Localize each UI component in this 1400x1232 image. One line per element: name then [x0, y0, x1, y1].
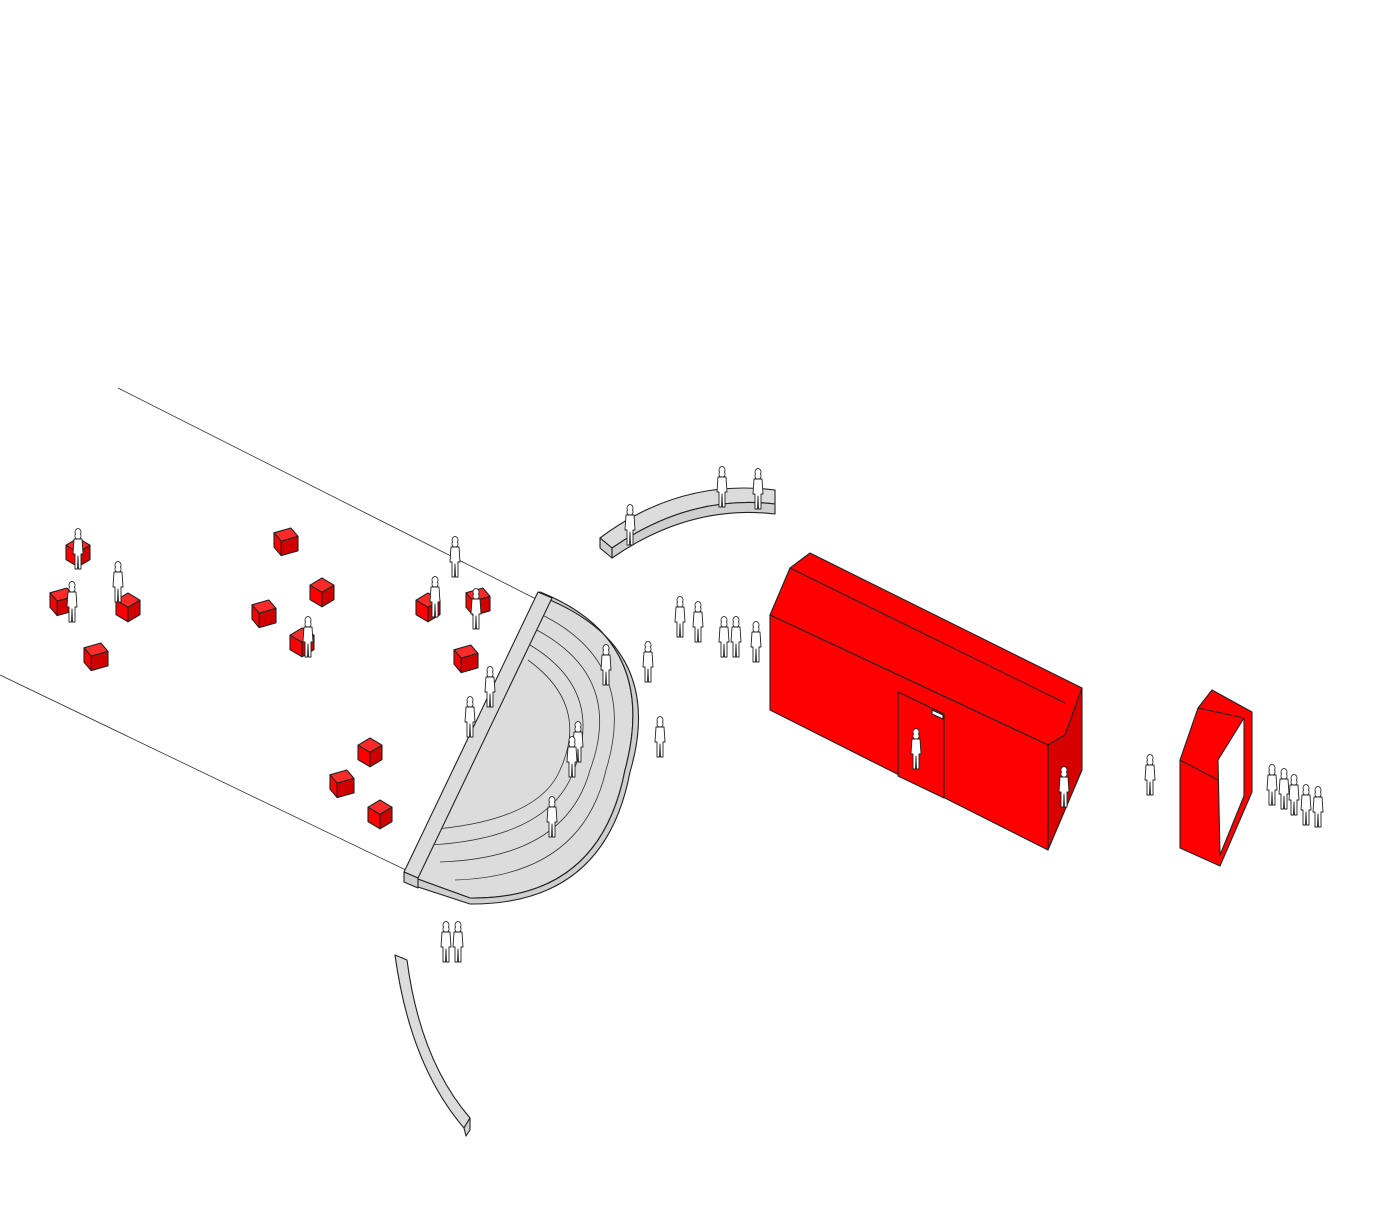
seating-cube	[83, 642, 109, 672]
person-figure	[910, 728, 922, 770]
person-figure	[750, 621, 762, 663]
person-figure	[112, 561, 124, 603]
seating-cube	[453, 644, 479, 674]
person-figure	[1058, 766, 1070, 808]
person-figure	[1278, 768, 1290, 810]
person-figure	[566, 736, 578, 778]
red-pavilion-with-door	[769, 552, 1083, 851]
person-figure	[66, 581, 78, 623]
seating-cube	[367, 799, 393, 830]
person-figure	[716, 466, 728, 508]
red-portal-frame	[1179, 689, 1253, 867]
person-figure	[440, 921, 452, 963]
person-figure	[470, 588, 482, 630]
corridor-floor	[0, 387, 539, 873]
seating-cube	[329, 769, 355, 799]
person-figure	[654, 716, 666, 758]
person-figure	[624, 504, 636, 546]
person-figure	[429, 576, 441, 618]
person-figure	[1144, 754, 1156, 796]
curved-bench-bottom	[394, 954, 471, 1137]
semicircular-amphitheatre	[403, 591, 640, 905]
person-figure	[1266, 764, 1278, 806]
person-figure	[642, 641, 654, 683]
person-figure	[752, 468, 764, 510]
person-figure	[1300, 784, 1312, 826]
people-figures	[66, 466, 1324, 963]
person-figure	[674, 596, 686, 638]
seating-cube	[273, 527, 299, 557]
person-figure	[692, 601, 704, 643]
seating-cube	[251, 599, 277, 629]
seating-cube	[309, 577, 335, 608]
person-figure	[546, 796, 558, 838]
person-figure	[718, 616, 730, 658]
person-figure	[72, 528, 84, 570]
person-figure	[302, 616, 314, 658]
person-figure	[600, 644, 612, 686]
person-figure	[730, 616, 742, 658]
seating-cube	[115, 592, 141, 623]
person-figure	[452, 921, 464, 963]
seating-cube	[357, 737, 383, 768]
person-figure	[1288, 774, 1300, 816]
person-figure	[464, 696, 476, 738]
person-figure	[484, 666, 496, 708]
person-figure	[1312, 786, 1324, 828]
person-figure	[449, 536, 461, 578]
